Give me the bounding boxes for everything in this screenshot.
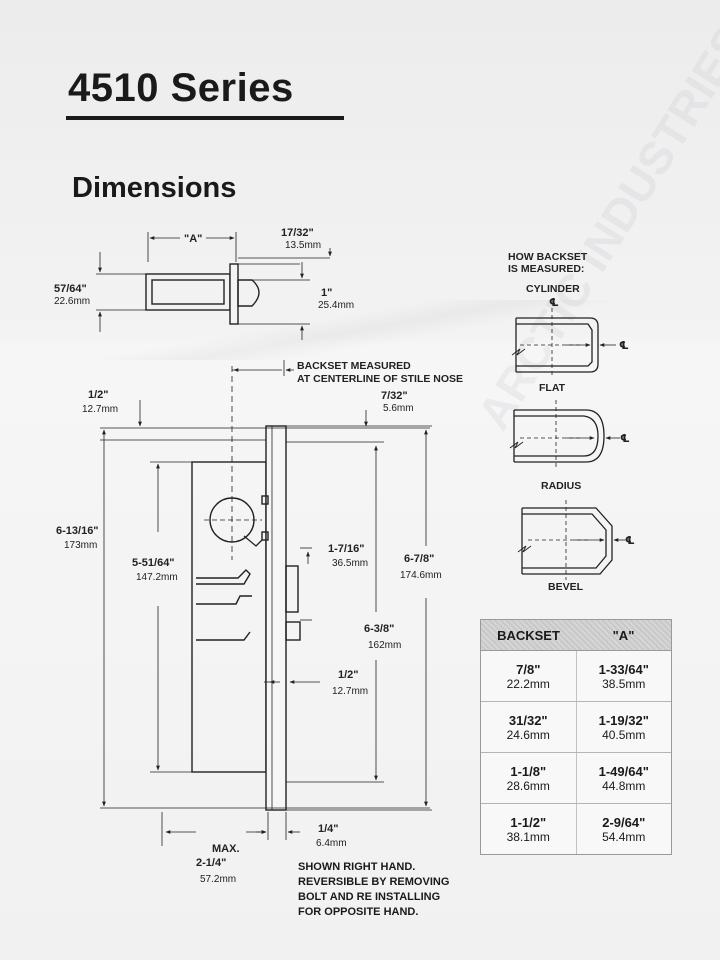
flat-label: FLAT — [539, 382, 566, 394]
dim-6-3-8-inch: 6-3/8" — [364, 623, 394, 635]
centerline-symbol-bevel: ℄ — [625, 535, 635, 547]
side-view-dimensions — [100, 360, 432, 846]
backset-cell: 1-1/8" 28.6mm — [481, 753, 577, 803]
dim-a-label: "A" — [184, 233, 202, 245]
backset-heading-line2: IS MEASURED: — [508, 263, 584, 275]
note-line: REVERSIBLE BY REMOVING — [298, 876, 450, 888]
dim-2-1-4-mm: 57.2mm — [200, 874, 236, 885]
header-a: "A" — [612, 627, 635, 643]
backset-inch: 1-1/2" — [510, 814, 547, 830]
dim-5-51-64-mm: 147.2mm — [136, 572, 178, 583]
dim-1-mm: 25.4mm — [318, 300, 354, 311]
dim-6-7-8-mm: 174.6mm — [400, 570, 442, 581]
a-cell: 2-9/64" 54.4mm — [577, 804, 672, 854]
backset-inch: 1-1/8" — [510, 763, 547, 779]
backset-mm: 28.6mm — [506, 778, 550, 793]
radius-label: RADIUS — [541, 480, 581, 492]
backset-cell: 1-1/2" 38.1mm — [481, 804, 577, 854]
a-inch: 1-49/64" — [598, 763, 649, 779]
dim-6-13-16-inch: 6-13/16" — [56, 525, 99, 537]
centerline-symbol-top: ℄ — [549, 297, 559, 309]
dim-1-7-16-inch: 1-7/16" — [328, 543, 364, 555]
handing-note: SHOWN RIGHT HAND. REVERSIBLE BY REMOVING… — [298, 860, 498, 920]
backset-cell: 31/32" 24.6mm — [481, 702, 577, 752]
dim-1-2-mid-inch: 1/2" — [338, 669, 359, 681]
a-inch: 1-33/64" — [598, 661, 649, 677]
backset-note-line1: BACKSET MEASURED — [297, 360, 411, 372]
dim-6-13-16-mm: 173mm — [64, 540, 97, 551]
page-title: 4510 Series — [68, 66, 294, 110]
dim-1-4-mm: 6.4mm — [316, 838, 347, 849]
section-heading: Dimensions — [72, 172, 237, 204]
dim-57-64-mm: 22.6mm — [54, 296, 90, 307]
backset-table: BACKSET "A" 7/8" 22.2mm 1-33/64" 38.5mm … — [480, 619, 672, 855]
bevel-stile-diagram — [517, 500, 626, 580]
backset-inch: 31/32" — [508, 712, 548, 728]
table-header: BACKSET "A" — [481, 620, 671, 651]
dim-7-32-mm: 5.6mm — [383, 403, 414, 414]
centerline-symbol-radius: ℄ — [620, 433, 630, 445]
backset-mm: 24.6mm — [506, 727, 550, 742]
dim-57-64-inch: 57/64" — [54, 283, 87, 295]
table-row: 1-1/8" 28.6mm 1-49/64" 44.8mm — [481, 753, 671, 804]
dim-17-32-mm: 13.5mm — [285, 240, 321, 251]
title-underline — [66, 116, 344, 120]
a-mm: 40.5mm — [602, 727, 646, 742]
dim-6-3-8-mm: 162mm — [368, 640, 401, 651]
dim-1-inch: 1" — [321, 287, 332, 299]
a-inch: 2-9/64" — [602, 814, 646, 830]
note-line: BOLT AND RE INSTALLING — [298, 891, 441, 903]
header-backset: BACKSET — [497, 627, 560, 643]
backset-inch: 7/8" — [516, 661, 541, 677]
backset-heading-line1: HOW BACKSET — [508, 251, 588, 263]
dim-6-7-8-inch: 6-7/8" — [404, 553, 434, 565]
backset-mm: 22.2mm — [506, 676, 550, 691]
top-view-drawing — [96, 232, 332, 340]
dim-1-2-mid-mm: 12.7mm — [332, 686, 368, 697]
flat-stile-diagram — [511, 308, 616, 378]
backset-mm: 38.1mm — [506, 829, 550, 844]
dim-5-51-64-inch: 5-51/64" — [132, 557, 175, 569]
dim-1-2-top-mm: 12.7mm — [82, 404, 118, 415]
a-mm: 44.8mm — [602, 778, 646, 793]
dim-1-2-top-inch: 1/2" — [88, 389, 109, 401]
table-row: 1-1/2" 38.1mm 2-9/64" 54.4mm — [481, 804, 671, 854]
centerline-symbol-flat: ℄ — [619, 340, 629, 352]
backset-note-line2: AT CENTERLINE OF STILE NOSE — [297, 373, 463, 385]
dim-2-1-4-inch: 2-1/4" — [196, 857, 226, 869]
a-cell: 1-49/64" 44.8mm — [577, 753, 672, 803]
a-inch: 1-19/32" — [598, 712, 649, 728]
max-label: MAX. — [212, 843, 240, 855]
table-row: 7/8" 22.2mm 1-33/64" 38.5mm — [481, 651, 671, 702]
a-cell: 1-33/64" 38.5mm — [577, 651, 672, 701]
backset-cell: 7/8" 22.2mm — [481, 651, 577, 701]
bevel-label: BEVEL — [548, 581, 584, 593]
a-mm: 38.5mm — [602, 676, 646, 691]
cylinder-label: CYLINDER — [526, 283, 580, 295]
a-cell: 1-19/32" 40.5mm — [577, 702, 672, 752]
dim-17-32-inch: 17/32" — [281, 227, 314, 239]
radius-stile-diagram — [509, 400, 620, 470]
lock-body-side-view — [191, 366, 301, 811]
a-mm: 54.4mm — [602, 829, 646, 844]
note-line: SHOWN RIGHT HAND. — [298, 861, 416, 873]
dim-1-7-16-mm: 36.5mm — [332, 558, 368, 569]
dim-1-4-inch: 1/4" — [318, 823, 339, 835]
note-line: FOR OPPOSITE HAND. — [298, 906, 419, 918]
dim-7-32-inch: 7/32" — [381, 390, 408, 402]
table-row: 31/32" 24.6mm 1-19/32" 40.5mm — [481, 702, 671, 753]
